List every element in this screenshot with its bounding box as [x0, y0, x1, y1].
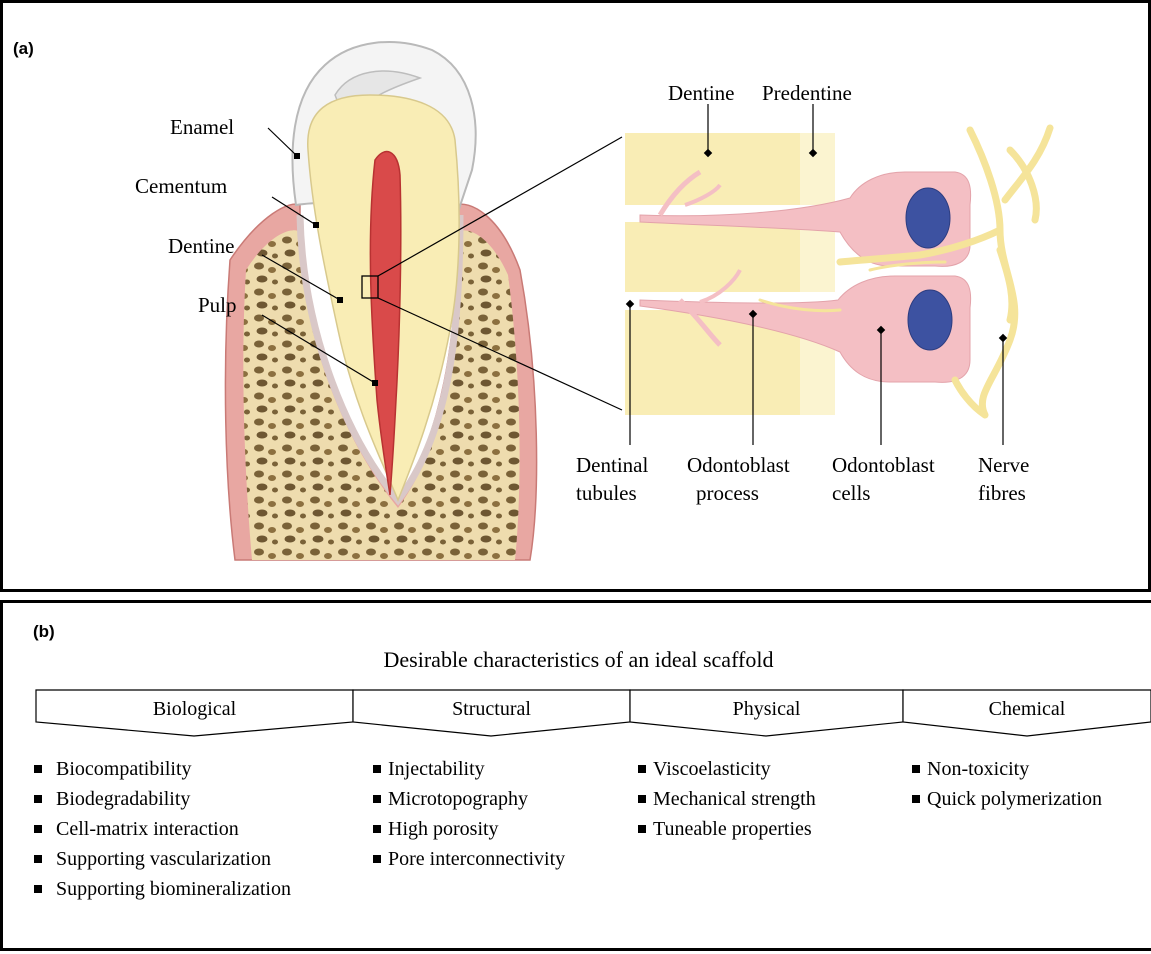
list-structural: Injectability Microtopography High poros…	[373, 754, 565, 874]
list-biological: Biocompatibility Biodegradability Cell-m…	[34, 754, 291, 904]
label-odontoblast-process-2: process	[696, 481, 759, 505]
label-tubules: tubules	[576, 481, 637, 505]
dentine-block-top	[625, 133, 830, 205]
list-item: Mechanical strength	[638, 784, 816, 814]
list-item: Viscoelasticity	[638, 754, 816, 784]
label-predentine: Predentine	[762, 81, 852, 105]
list-item: Cell-matrix interaction	[34, 814, 291, 844]
nucleus-lower	[908, 290, 952, 350]
category-biological: Biological	[36, 698, 353, 721]
list-item: Microtopography	[373, 784, 565, 814]
category-chemical: Chemical	[903, 698, 1151, 721]
list-item: Pore interconnectivity	[373, 844, 565, 874]
list-item: Supporting biomineralization	[34, 874, 291, 904]
label-odontoblast-cells-2: cells	[832, 481, 870, 505]
label-odontoblast-process-1: Odontoblast	[687, 453, 790, 477]
label-dentinal: Dentinal	[576, 453, 648, 477]
list-chemical: Non-toxicity Quick polymerization	[912, 754, 1102, 814]
nucleus-upper	[906, 188, 950, 248]
dentine-block-middle	[625, 222, 830, 292]
list-item: Injectability	[373, 754, 565, 784]
category-physical: Physical	[630, 698, 903, 721]
list-physical: Viscoelasticity Mechanical strength Tune…	[638, 754, 816, 844]
label-zoom-dentine: Dentine	[668, 81, 734, 105]
list-item: Biodegradability	[34, 784, 291, 814]
list-item: Supporting vascularization	[34, 844, 291, 874]
list-item: Quick polymerization	[912, 784, 1102, 814]
label-pulp: Pulp	[198, 293, 237, 317]
label-dentine: Dentine	[168, 234, 234, 258]
panel-b: (b) Desirable characteristics of an idea…	[0, 600, 1151, 951]
label-fibres: fibres	[978, 481, 1026, 505]
list-item: Biocompatibility	[34, 754, 291, 784]
label-nerve: Nerve	[978, 453, 1029, 477]
category-structural: Structural	[353, 698, 630, 721]
label-odontoblast-cells-1: Odontoblast	[832, 453, 935, 477]
list-item: Non-toxicity	[912, 754, 1102, 784]
label-cementum: Cementum	[135, 174, 227, 198]
list-item: Tuneable properties	[638, 814, 816, 844]
list-item: High porosity	[373, 814, 565, 844]
label-enamel: Enamel	[170, 115, 234, 139]
tooth-diagram: Enamel Cementum Dentine Pulp Dentine Pre…	[0, 0, 1151, 600]
